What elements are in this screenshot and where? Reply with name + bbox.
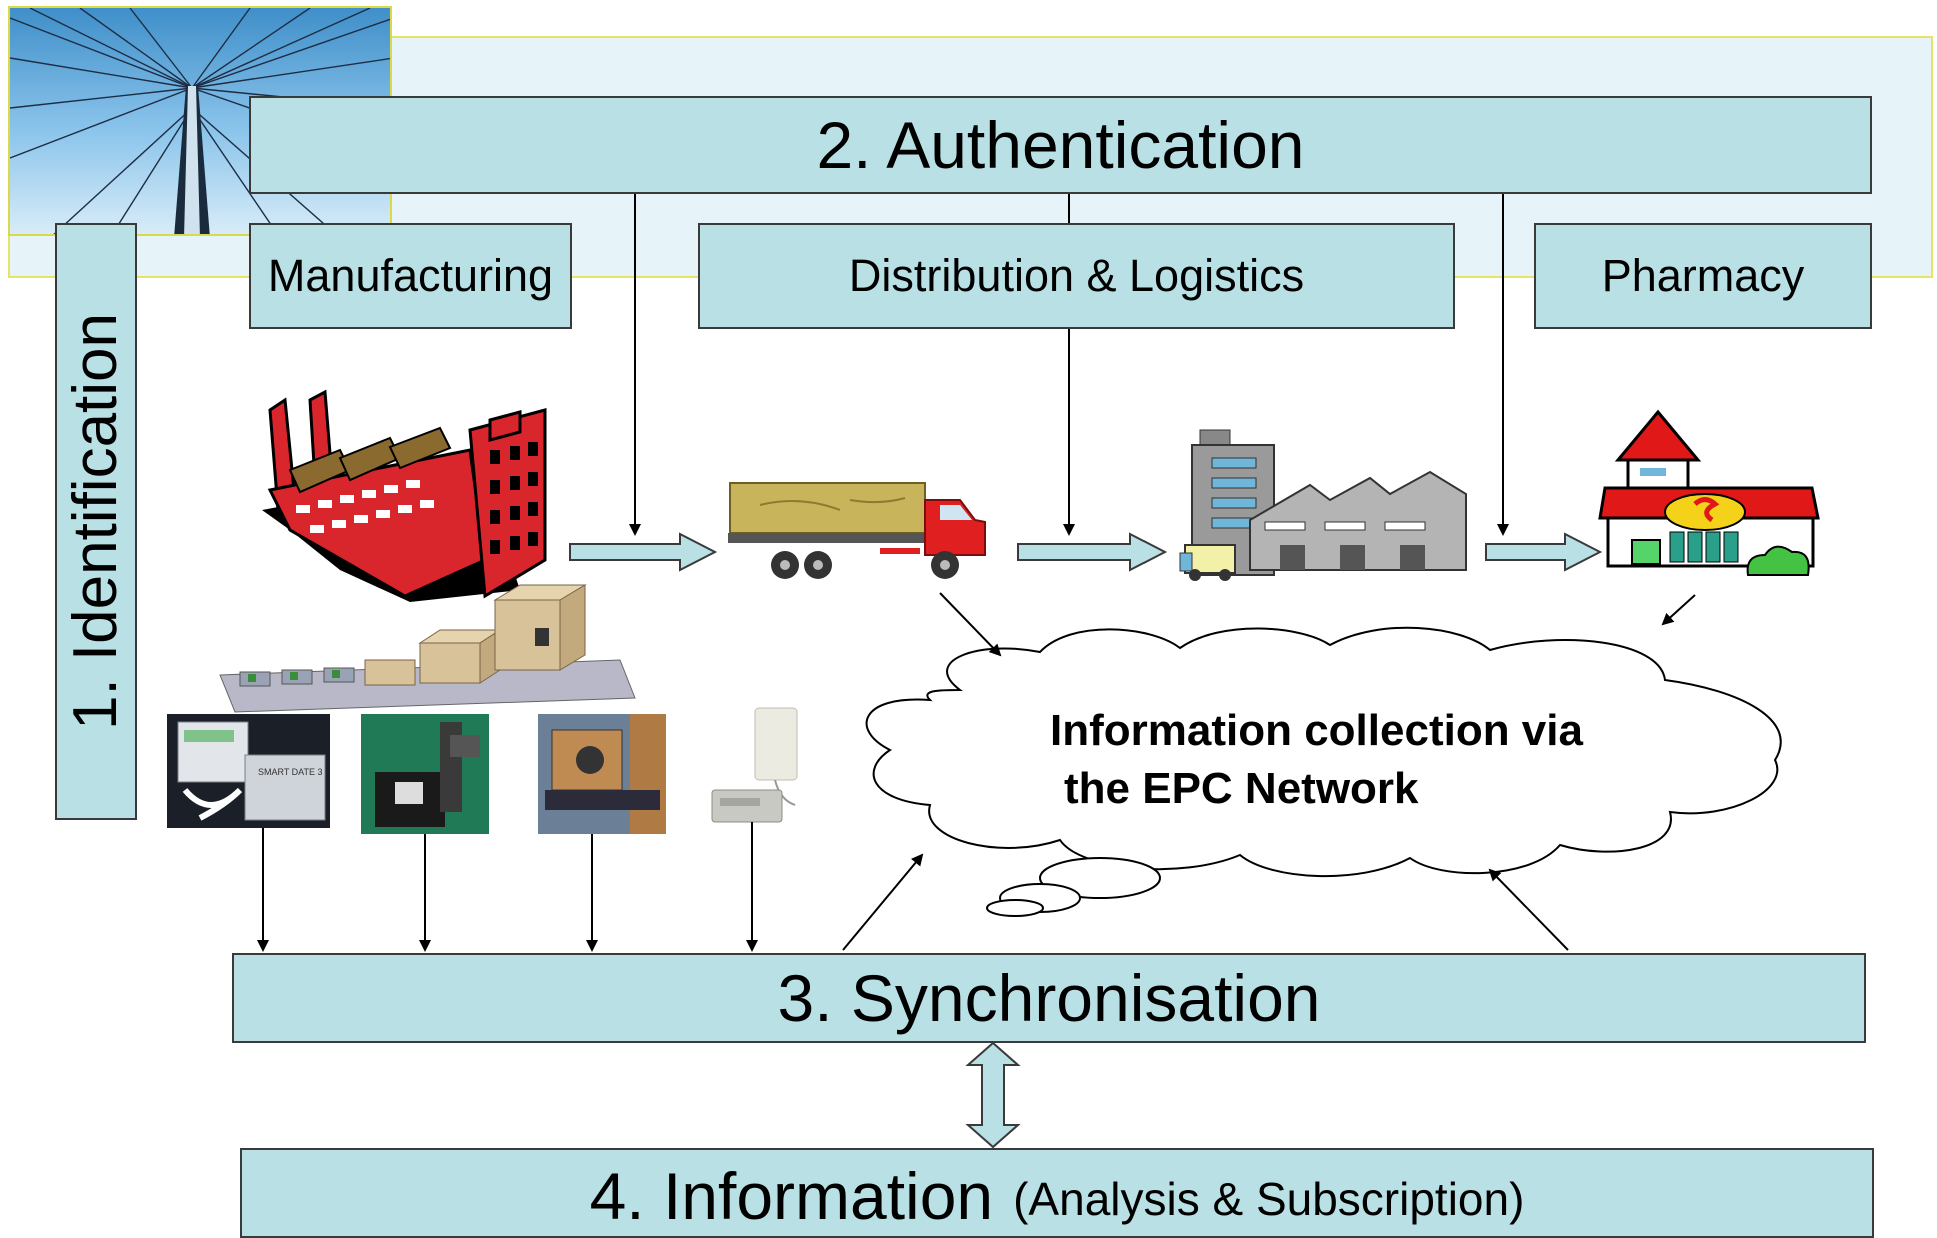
authentication-label: 2. Authentication: [816, 108, 1305, 182]
cloud-text-line1: Information collection via: [1050, 706, 1583, 755]
packaging-line-icon: [219, 584, 636, 713]
sync-information-double-arrow: [965, 1041, 1021, 1149]
information-box: 4. Information (Analysis & Subscription): [240, 1148, 1874, 1238]
pharmacy-icon: [1598, 409, 1820, 576]
truck-icon: [728, 482, 986, 579]
information-label: 4. Information: [589, 1159, 994, 1233]
cloud-text-line2: the EPC Network: [1064, 764, 1419, 813]
synchronisation-label: 3. Synchronisation: [777, 961, 1321, 1035]
stage-pharmacy-label: Pharmacy: [1601, 250, 1805, 301]
authentication-connectors: [629, 194, 1509, 536]
device-connectors: [257, 822, 758, 952]
scanner-station-photo: [361, 714, 489, 834]
epc-cloud: [865, 626, 1782, 917]
warehouse-icon: [1179, 429, 1467, 581]
stage-pharmacy: Pharmacy: [1534, 223, 1872, 329]
flow-arrow-3: [1485, 532, 1603, 572]
flow-arrow-2: [1017, 532, 1168, 572]
conveyor-reader-photo: [538, 714, 666, 834]
stage-manufacturing-label: Manufacturing: [267, 250, 554, 301]
factory-icon: [262, 389, 547, 602]
identification-box: 1. Identification: [55, 223, 137, 820]
information-sub-label: (Analysis & Subscription): [1013, 1173, 1525, 1225]
printer-label: SMART DATE 3: [258, 767, 323, 777]
rfid-antenna-photo: [711, 707, 798, 823]
stage-distribution: Distribution & Logistics: [698, 223, 1455, 329]
synchronisation-box: 3. Synchronisation: [232, 953, 1866, 1043]
bridge-photo: [8, 6, 392, 236]
flow-arrows: [569, 532, 1603, 572]
cloud-connectors: [842, 592, 1696, 951]
cloud-text: Information collection via the EPC Netwo…: [1050, 702, 1583, 818]
flow-arrow-1: [569, 532, 718, 572]
label-printer-photo: SMART DATE 3: [167, 714, 330, 828]
stage-manufacturing: Manufacturing: [249, 223, 572, 329]
stage-distribution-label: Distribution & Logistics: [848, 250, 1305, 301]
authentication-box: 2. Authentication: [249, 96, 1872, 194]
